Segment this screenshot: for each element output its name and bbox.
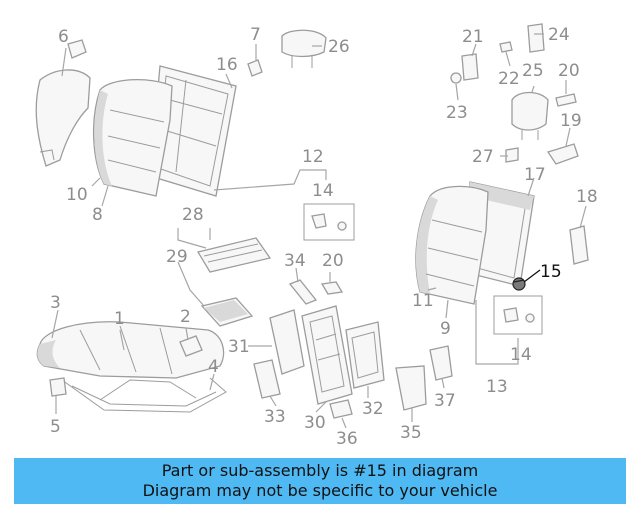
part-29-armrest: [200, 297, 254, 327]
part-1-seat-cushion: [36, 321, 225, 379]
part-7-clip: [247, 44, 263, 77]
part-24-guide: [527, 23, 545, 53]
part-26-headrest: [281, 29, 327, 68]
callout-30: 30: [304, 413, 326, 433]
callout-29: 29: [166, 247, 188, 267]
part-35-bracket: [395, 365, 427, 411]
part-15-highlighted: [512, 269, 541, 291]
callout-5: 5: [50, 417, 61, 437]
info-banner: Part or sub-assembly is #15 in diagram D…: [14, 458, 626, 504]
part-34-strip: [288, 279, 318, 305]
part-8-seat-back-cushion: [92, 78, 173, 197]
callout-15-highlighted: 15: [540, 262, 562, 282]
callout-36: 36: [336, 429, 358, 449]
callout-31: 31: [228, 337, 250, 357]
callout-8: 8: [92, 205, 103, 225]
callout-18: 18: [576, 187, 598, 207]
callout-24: 24: [548, 25, 570, 45]
part-19-lever: [546, 143, 579, 165]
callout-27: 27: [472, 147, 494, 167]
callout-labels: 6 7 26 16 10 8 12 14 28 29 34 20 31 2 3 …: [50, 25, 598, 449]
part-32-back-panel: [345, 321, 385, 389]
part-27-bushing: [505, 147, 519, 163]
part-18-hinge: [569, 225, 589, 265]
callout-13: 13: [486, 377, 508, 397]
callout-16: 16: [216, 55, 238, 75]
callout-19: 19: [560, 111, 582, 131]
part-25-headrest: [511, 91, 549, 140]
callout-35: 35: [400, 423, 422, 443]
part-14-bolt-kit-lower: [493, 295, 543, 335]
callout-23: 23: [446, 103, 468, 123]
callout-33: 33: [264, 407, 286, 427]
callout-32: 32: [362, 399, 384, 419]
callout-34: 34: [284, 251, 306, 271]
callout-20-upper: 20: [558, 61, 580, 81]
callout-4: 4: [208, 357, 219, 377]
callout-10: 10: [66, 185, 88, 205]
part-4-seat-frame: [61, 377, 227, 413]
parts-diagram: 6 7 26 16 10 8 12 14 28 29 34 20 31 2 3 …: [35, 23, 598, 449]
callout-12: 12: [302, 147, 324, 167]
part-31-panel: [269, 309, 305, 375]
callout-9: 9: [440, 319, 451, 339]
callout-21: 21: [462, 27, 484, 47]
callout-1: 1: [114, 309, 125, 329]
part-21-plate: [461, 53, 479, 81]
part-5-small-bracket: [49, 377, 67, 397]
part-30-center-panel: [301, 305, 353, 405]
callout-17: 17: [524, 165, 546, 185]
banner-line-2: Diagram may not be specific to your vehi…: [142, 481, 498, 500]
part-23-washer: [450, 72, 462, 84]
callout-14-upper: 14: [312, 181, 334, 201]
part-20-guide-lower: [320, 272, 344, 295]
part-22-pin: [499, 41, 513, 53]
callout-6: 6: [58, 27, 69, 47]
part-36-clip: [329, 399, 353, 419]
callout-25: 25: [522, 61, 544, 81]
callout-3: 3: [50, 293, 61, 313]
callout-2: 2: [180, 307, 191, 327]
callout-7: 7: [250, 25, 261, 45]
callout-26: 26: [328, 37, 350, 57]
callout-14-lower: 14: [510, 345, 532, 365]
callout-11: 11: [412, 291, 434, 311]
part-37-bracket: [429, 345, 453, 381]
part-20-guide-upper: [555, 93, 577, 107]
leader-lines: [51, 33, 587, 429]
part-2-bracket: [179, 335, 203, 357]
callout-28: 28: [182, 205, 204, 225]
callout-22: 22: [498, 69, 520, 89]
callout-20-lower: 20: [322, 251, 344, 271]
part-9-seat-back-cushion: [415, 185, 489, 305]
part-33-cover: [253, 359, 281, 399]
part-14-bolt-kit-upper: [303, 203, 355, 241]
part-6-side-trim: [35, 39, 91, 167]
banner-line-1: Part or sub-assembly is #15 in diagram: [161, 461, 479, 480]
callout-37: 37: [434, 391, 456, 411]
part-28-module: [196, 237, 272, 273]
